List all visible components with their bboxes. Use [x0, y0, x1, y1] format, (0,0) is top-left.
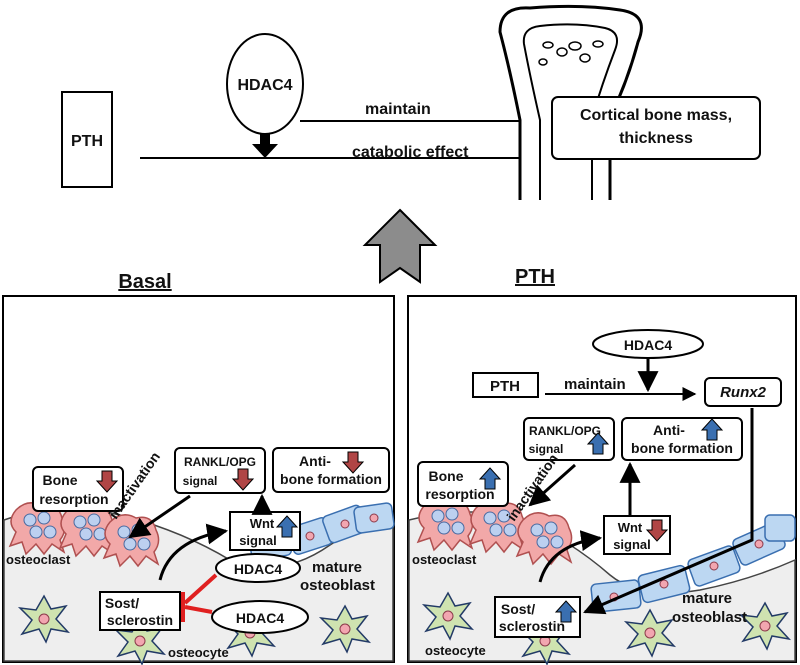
cortical-bone-box [551, 96, 761, 160]
top-pth-box [61, 91, 113, 188]
pth-runx2-to-sost-arrow [583, 408, 754, 615]
pth-bone-resorption-label-2: resorption [425, 486, 494, 502]
top-pth-label: PTH [71, 133, 103, 150]
basal-sost-label-1: Sost/ [105, 595, 139, 611]
pth-wnt-label-1: Wnt [618, 520, 643, 535]
pth-rankl-box [523, 417, 615, 461]
top-section: PTH HDAC4 maintain catabolic effect Cort… [61, 4, 761, 284]
pth-runx2-label: Runx2 [720, 384, 767, 401]
pth-anti-label-2: bone formation [631, 440, 733, 456]
top-hdac4-inhibit-arrow [252, 134, 278, 158]
basal-hdac4-oval-2 [211, 600, 309, 634]
basal-hdac4-label-1: HDAC4 [234, 561, 282, 577]
pth-wnt-label-2: signal [613, 537, 651, 552]
basal-inactivation-arrow [128, 494, 191, 539]
basal-rankl-label-2: signal [183, 474, 218, 488]
basal-sost-to-wnt-arrow [158, 523, 229, 581]
pth-rankl-label-2: signal [529, 442, 564, 456]
pth-osteocyte-label: osteocyte [425, 643, 486, 658]
top-maintain-label: maintain [365, 101, 431, 118]
basal-osteocyte-label: osteocyte [168, 645, 229, 660]
basal-title: Basal [118, 271, 171, 293]
pth-runx2-box [704, 377, 782, 407]
pth-osteoblast-row [590, 514, 796, 613]
top-hdac4-label: HDAC4 [237, 77, 292, 94]
pth-sost-label-1: Sost/ [501, 601, 535, 617]
basal-bone-resorption-label-1: Bone [43, 472, 78, 488]
basal-rankl-label-1: RANKL/OPG [184, 455, 256, 469]
pth-inner-pth-label: PTH [490, 378, 520, 395]
basal-wnt-label-1: Wnt [250, 516, 275, 531]
basal-osteoclast-label: osteoclast [6, 552, 71, 567]
pth-inactivation-arrow [528, 463, 576, 507]
pth-mature-label-2: osteoblast [672, 609, 747, 626]
big-gray-up-arrow [362, 208, 438, 284]
basal-anti-box [272, 447, 390, 493]
basal-red-inhibit-2 [184, 605, 213, 614]
basal-hdac4-label-2: HDAC4 [236, 610, 284, 626]
basal-bone-resorption-label-2: resorption [39, 491, 108, 507]
basal-sost-box [99, 591, 181, 631]
cortical-bone-label-1: Cortical bone mass, [580, 107, 732, 124]
pth-inner-pth-box [472, 372, 539, 398]
basal-mature-label-2: osteoblast [300, 577, 375, 594]
basal-anti-label-1: Anti- [299, 453, 331, 469]
basal-panel: Basal osteoclast osteocyte mature osteob… [2, 271, 395, 665]
pth-anti-label-1: Anti- [653, 422, 685, 438]
pth-panel-title: PTH [515, 266, 555, 288]
cortical-bone-label-2: thickness [619, 130, 693, 147]
pth-hdac4-label: HDAC4 [624, 337, 672, 353]
basal-wnt-label-2: signal [239, 533, 277, 548]
basal-mature-label-1: mature [312, 559, 362, 576]
pth-rankl-label-1: RANKL/OPG [529, 424, 601, 438]
pth-bone-resorption-label-1: Bone [429, 468, 464, 484]
basal-anti-label-2: bone formation [280, 471, 382, 487]
pth-osteoclast-label: osteoclast [412, 552, 477, 567]
basal-sost-label-2: sclerostin [107, 612, 173, 628]
pth-sost-to-wnt-arrow [538, 530, 603, 583]
pth-panel: PTH osteoclast osteocyte mature osteobla… [407, 266, 797, 665]
basal-hdac4-oval-1 [215, 553, 301, 583]
pth-sost-label-2: sclerostin [499, 618, 565, 634]
top-catabolic-label: catabolic effect [352, 144, 469, 161]
basal-red-inhibit-1 [183, 573, 218, 605]
pth-mature-label-1: mature [682, 590, 732, 607]
pth-maintain-label: maintain [564, 376, 626, 393]
basal-bone-resorption-box [32, 466, 124, 512]
